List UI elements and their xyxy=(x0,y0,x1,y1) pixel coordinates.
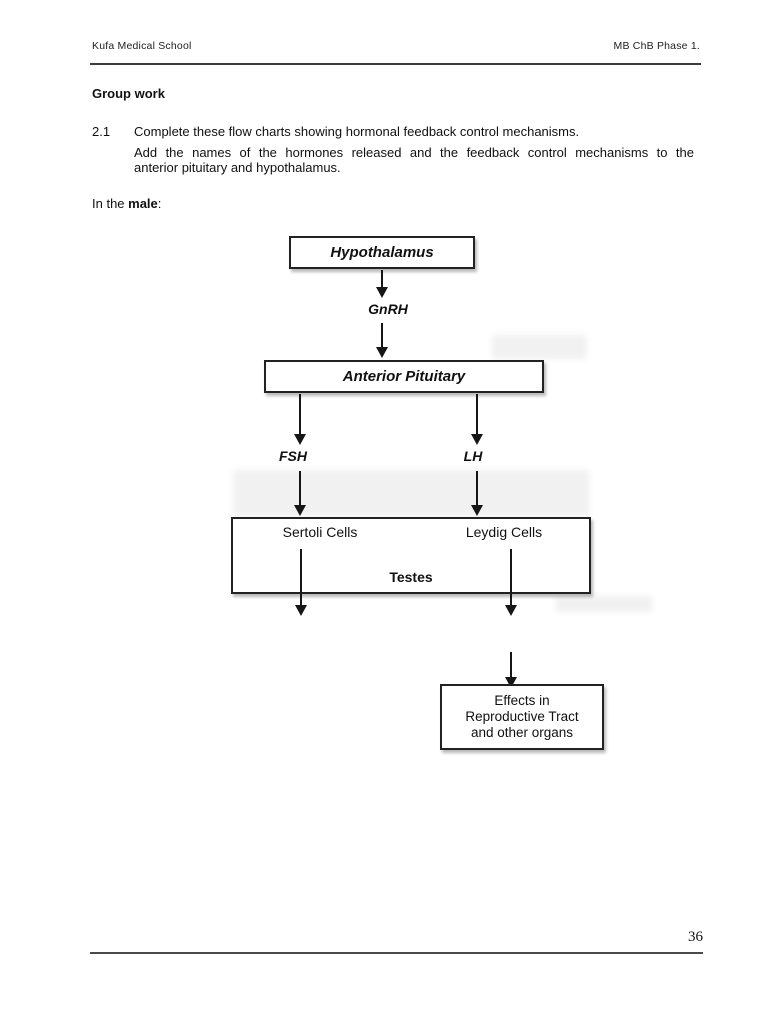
node-anterior-pituitary-label: Anterior Pituitary xyxy=(342,368,466,385)
arrow-pituitary-to-lh xyxy=(476,394,478,434)
scan-artifact xyxy=(492,335,587,359)
arrow-to-effects-box xyxy=(510,652,512,677)
node-effects: Effects in Reproductive Tract and other … xyxy=(440,684,604,750)
node-testes-label: Testes xyxy=(389,569,433,585)
item-text: Complete these flow charts showing hormo… xyxy=(134,124,580,139)
label-sertoli-cells: Sertoli Cells xyxy=(282,524,358,540)
label-gnrh: GnRH xyxy=(368,301,408,317)
intro-line: In the male: xyxy=(92,196,161,211)
scan-artifact xyxy=(556,596,652,612)
item-number: 2.1 xyxy=(92,124,111,139)
node-hypothalamus-label: Hypothalamus xyxy=(330,244,434,261)
item-detail-line1: Add the names of the hormones released a… xyxy=(134,145,694,160)
label-leydig-cells: Leydig Cells xyxy=(465,524,543,540)
arrow-hypothalamus-to-gnrh xyxy=(381,270,383,287)
node-effects-line2: Reproductive Tract xyxy=(465,709,579,724)
node-anterior-pituitary: Anterior Pituitary xyxy=(264,360,544,393)
node-effects-line3: and other organs xyxy=(470,725,574,740)
intro-prefix: In the xyxy=(92,196,129,211)
intro-bold-word: male xyxy=(128,196,158,211)
label-fsh: FSH xyxy=(279,448,307,464)
scan-artifact xyxy=(233,470,589,516)
header-rule xyxy=(90,63,701,65)
arrow-lh-to-leydig xyxy=(476,471,478,505)
node-testes: Sertoli Cells Leydig Cells Testes xyxy=(231,517,591,594)
item-detail-line2: anterior pituitary and hypothalamus. xyxy=(134,160,341,175)
arrow-sertoli-output xyxy=(300,549,302,605)
intro-suffix: : xyxy=(157,196,162,211)
arrow-gnrh-to-anterior-pituitary xyxy=(381,323,383,347)
arrow-fsh-to-sertoli xyxy=(299,471,301,505)
label-lh: LH xyxy=(463,448,483,464)
node-hypothalamus: Hypothalamus xyxy=(289,236,475,269)
node-effects-line1: Effects in xyxy=(494,693,550,708)
header-right-text: MB ChB Phase 1. xyxy=(613,40,700,52)
header-left-text: Kufa Medical School xyxy=(92,40,192,52)
arrow-leydig-output xyxy=(510,549,512,605)
footer-rule xyxy=(90,952,703,954)
arrow-pituitary-to-fsh xyxy=(299,394,301,434)
page-number: 36 xyxy=(688,929,703,945)
section-title: Group work xyxy=(92,86,165,101)
